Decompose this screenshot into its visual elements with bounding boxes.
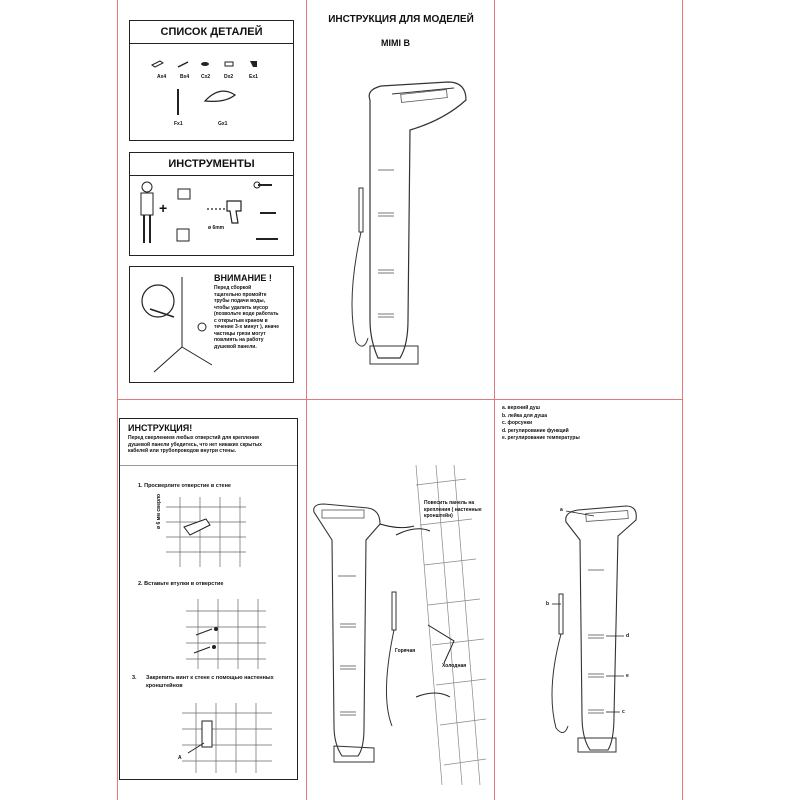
fold-line-vertical-center-right (494, 0, 495, 800)
parts-list-title: СПИСОК ДЕТАЛЕЙ (130, 21, 293, 44)
step-3-number: 3. (132, 675, 137, 681)
warning-box: ВНИМАНИЕ ! Перед сборкой тщательно промо… (129, 266, 294, 383)
fold-line-vertical-center-left (306, 0, 307, 800)
shower-panel-illustration-labeled (551, 505, 637, 753)
hot-label: Горячая (395, 648, 416, 654)
label-c: c (622, 709, 625, 715)
part-label-d: Dx2 (224, 74, 234, 80)
part-label-g: Gx1 (218, 121, 228, 127)
step-3-line-1: Закрепить винт к стене с помощью настенн… (146, 675, 274, 681)
instructions-title: ИНСТРУКЦИЯ! (128, 423, 193, 433)
parts-icons (151, 60, 257, 115)
warning-title: ВНИМАНИЕ ! (214, 273, 272, 283)
part-label-c: Cx2 (201, 74, 211, 80)
legend-b: b. лейка для душа (502, 412, 548, 419)
step-3-line-2: кронштейнов (146, 683, 183, 689)
tools-title: ИНСТРУМЕНТЫ (130, 153, 293, 176)
tools-icons: + (140, 181, 278, 243)
shower-panel-illustration-mount (313, 503, 415, 763)
step-1-illustration (166, 497, 246, 567)
legend-d: d. регулирование функций (502, 427, 569, 434)
legend-e: e. регулирование температуры (502, 435, 580, 441)
step-3-illustration (182, 703, 272, 773)
parts-list-box: СПИСОК ДЕТАЛЕЙ Ax4 Bx4 Cx2 Dx2 Ex1 Fx1 G… (129, 20, 294, 141)
warning-text: Перед сборкой тщательно промойте трубы п… (214, 285, 280, 350)
label-d: d (626, 633, 630, 639)
fold-line-vertical-left (117, 0, 118, 800)
hang-panel-callout: Повесить панель на крепления ( настенные… (424, 500, 482, 519)
wall-grid (395, 464, 487, 786)
manual-title: ИНСТРУКЦИЯ ДЛЯ МОДЕЛЕЙ (328, 14, 474, 25)
drill-size-label: ø 6mm (208, 225, 225, 231)
part-label-e: Ex1 (249, 74, 258, 80)
label-a: a (560, 507, 563, 513)
part-label-b: Bx4 (180, 74, 190, 80)
step-2-illustration (186, 599, 266, 669)
drill-note: ø 6 мм сверло (156, 493, 162, 529)
instructions-text: Перед сверлением любых отверстий для кре… (128, 435, 262, 454)
part-label-a: Ax4 (157, 74, 167, 80)
svg-text:+: + (159, 200, 167, 216)
legend-c: c. форсунки (502, 420, 533, 426)
label-e: e (626, 673, 629, 679)
instructions-divider (120, 465, 297, 466)
legend-a: a. верхний душ (502, 405, 540, 411)
tools-box: ИНСТРУМЕНТЫ + ø 6mm (129, 152, 294, 256)
fold-line-vertical-right (682, 0, 683, 800)
instructions-box: ИНСТРУКЦИЯ! Перед сверлением любых отвер… (119, 418, 298, 780)
step-2: 2. Вставьте втулки в отверстие (138, 581, 224, 587)
label-b: b (546, 601, 550, 607)
model-name: MIMI B (381, 38, 410, 48)
step-1: 1. Просверлите отверстие в стене (138, 483, 231, 489)
step-3-letter-a: A (178, 755, 182, 761)
parts-legend: a. верхний душ b. лейка для душа c. форс… (502, 405, 677, 443)
fold-line-horizontal (117, 399, 683, 400)
part-label-f: Fx1 (174, 121, 183, 127)
cold-label: Холодная (442, 663, 467, 669)
shower-panel-illustration-top (351, 81, 467, 365)
corner-illustration (141, 277, 213, 373)
